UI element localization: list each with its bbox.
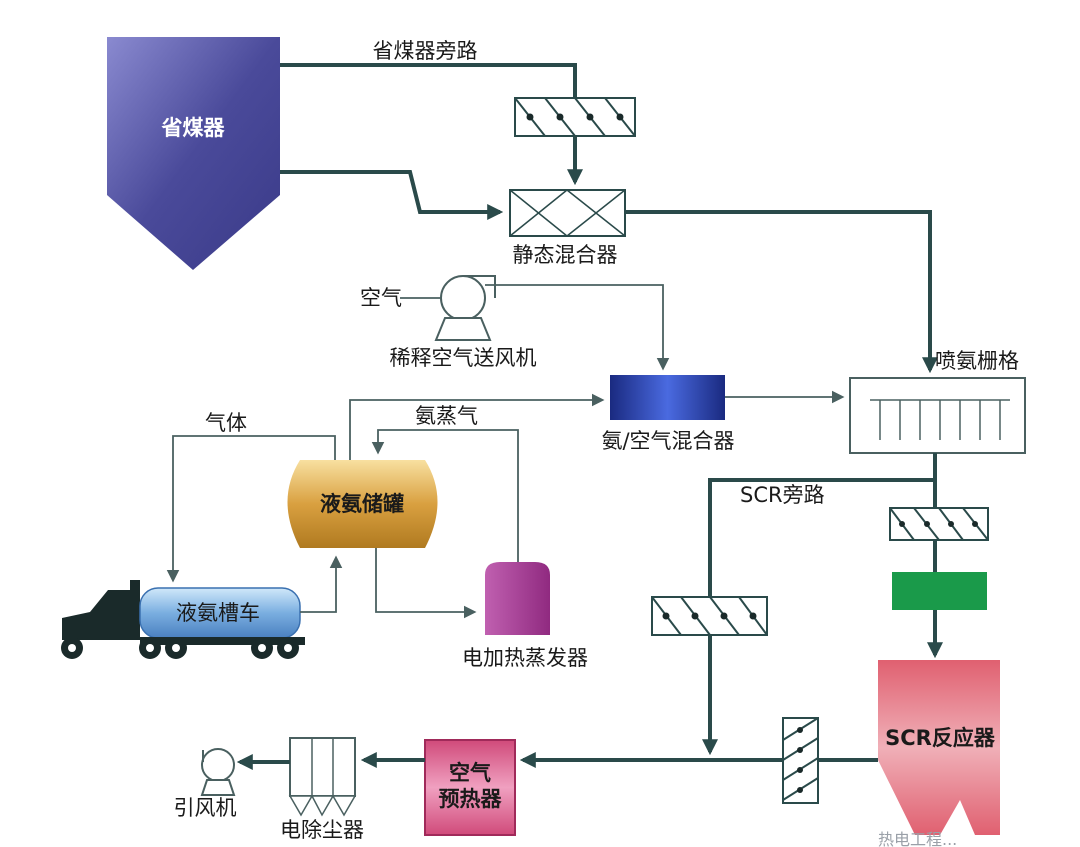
- ammonia-vapor-to-mixer-line: [349, 393, 605, 460]
- electric-evaporator-label: 电加热蒸发器: [462, 646, 588, 670]
- economizer-outlet-line: [280, 170, 504, 220]
- scr-outlet-damper: [782, 717, 819, 804]
- precipitator-label: 电除尘器: [280, 818, 364, 842]
- bypass-damper-top: [514, 97, 636, 137]
- scr-bypass-line: [702, 478, 935, 756]
- air-preheater-label-1: 空气: [449, 761, 491, 785]
- electrostatic-precipitator: [288, 737, 357, 817]
- gas-return-line: [166, 435, 336, 583]
- ammonia-air-mixer: [610, 375, 725, 420]
- ammonia-vapor-label: 氨蒸气: [415, 404, 478, 428]
- tank-truck-label: 液氨槽车: [176, 601, 260, 625]
- gas-label: 气体: [205, 411, 247, 435]
- ammonia-injection-grid: [849, 377, 1026, 454]
- air-label: 空气: [360, 286, 402, 310]
- air-preheater: [424, 739, 516, 836]
- economizer-label: 省煤器: [161, 116, 226, 140]
- static-mixer: [509, 189, 626, 237]
- liquid-ammonia-tank: [287, 460, 438, 548]
- watermark-text: 热电工程...: [878, 830, 957, 847]
- electric-evaporator: [485, 562, 550, 635]
- scr-inlet-damper: [889, 507, 989, 541]
- liquid-ammonia-tank-label: 液氨储罐: [320, 492, 404, 516]
- tank-to-evaporator-line: [375, 548, 477, 619]
- tank-truck: [61, 580, 305, 659]
- induced-fan-label: 引风机: [174, 796, 237, 820]
- economizer: [107, 37, 280, 270]
- static-mixer-label: 静态混合器: [513, 243, 618, 267]
- ammonia-vapor-return-line: [371, 429, 519, 562]
- dilution-fan-icon: [434, 275, 496, 341]
- economizer-bypass-line: [280, 63, 583, 186]
- scr-bypass-damper: [651, 596, 768, 636]
- dilution-air-line: [485, 284, 670, 371]
- ammonia-air-mixer-label: 氨/空气混合器: [601, 429, 734, 453]
- scr-reactor: [878, 660, 1000, 835]
- truck-to-tank-line: [300, 555, 343, 613]
- ammonia-grid-label: 喷氨栅格: [935, 349, 1019, 373]
- green-block: [892, 572, 987, 610]
- flue-to-grid-line: [625, 210, 938, 374]
- induced-fan-icon: [200, 748, 236, 796]
- scr-bypass-label: SCR旁路: [740, 483, 825, 507]
- scr-reactor-label: SCR反应器: [885, 726, 996, 750]
- economizer-bypass-label: 省煤器旁路: [373, 39, 478, 63]
- air-preheater-label-2: 预热器: [439, 787, 503, 811]
- dilution-fan-label: 稀释空气送风机: [390, 346, 537, 370]
